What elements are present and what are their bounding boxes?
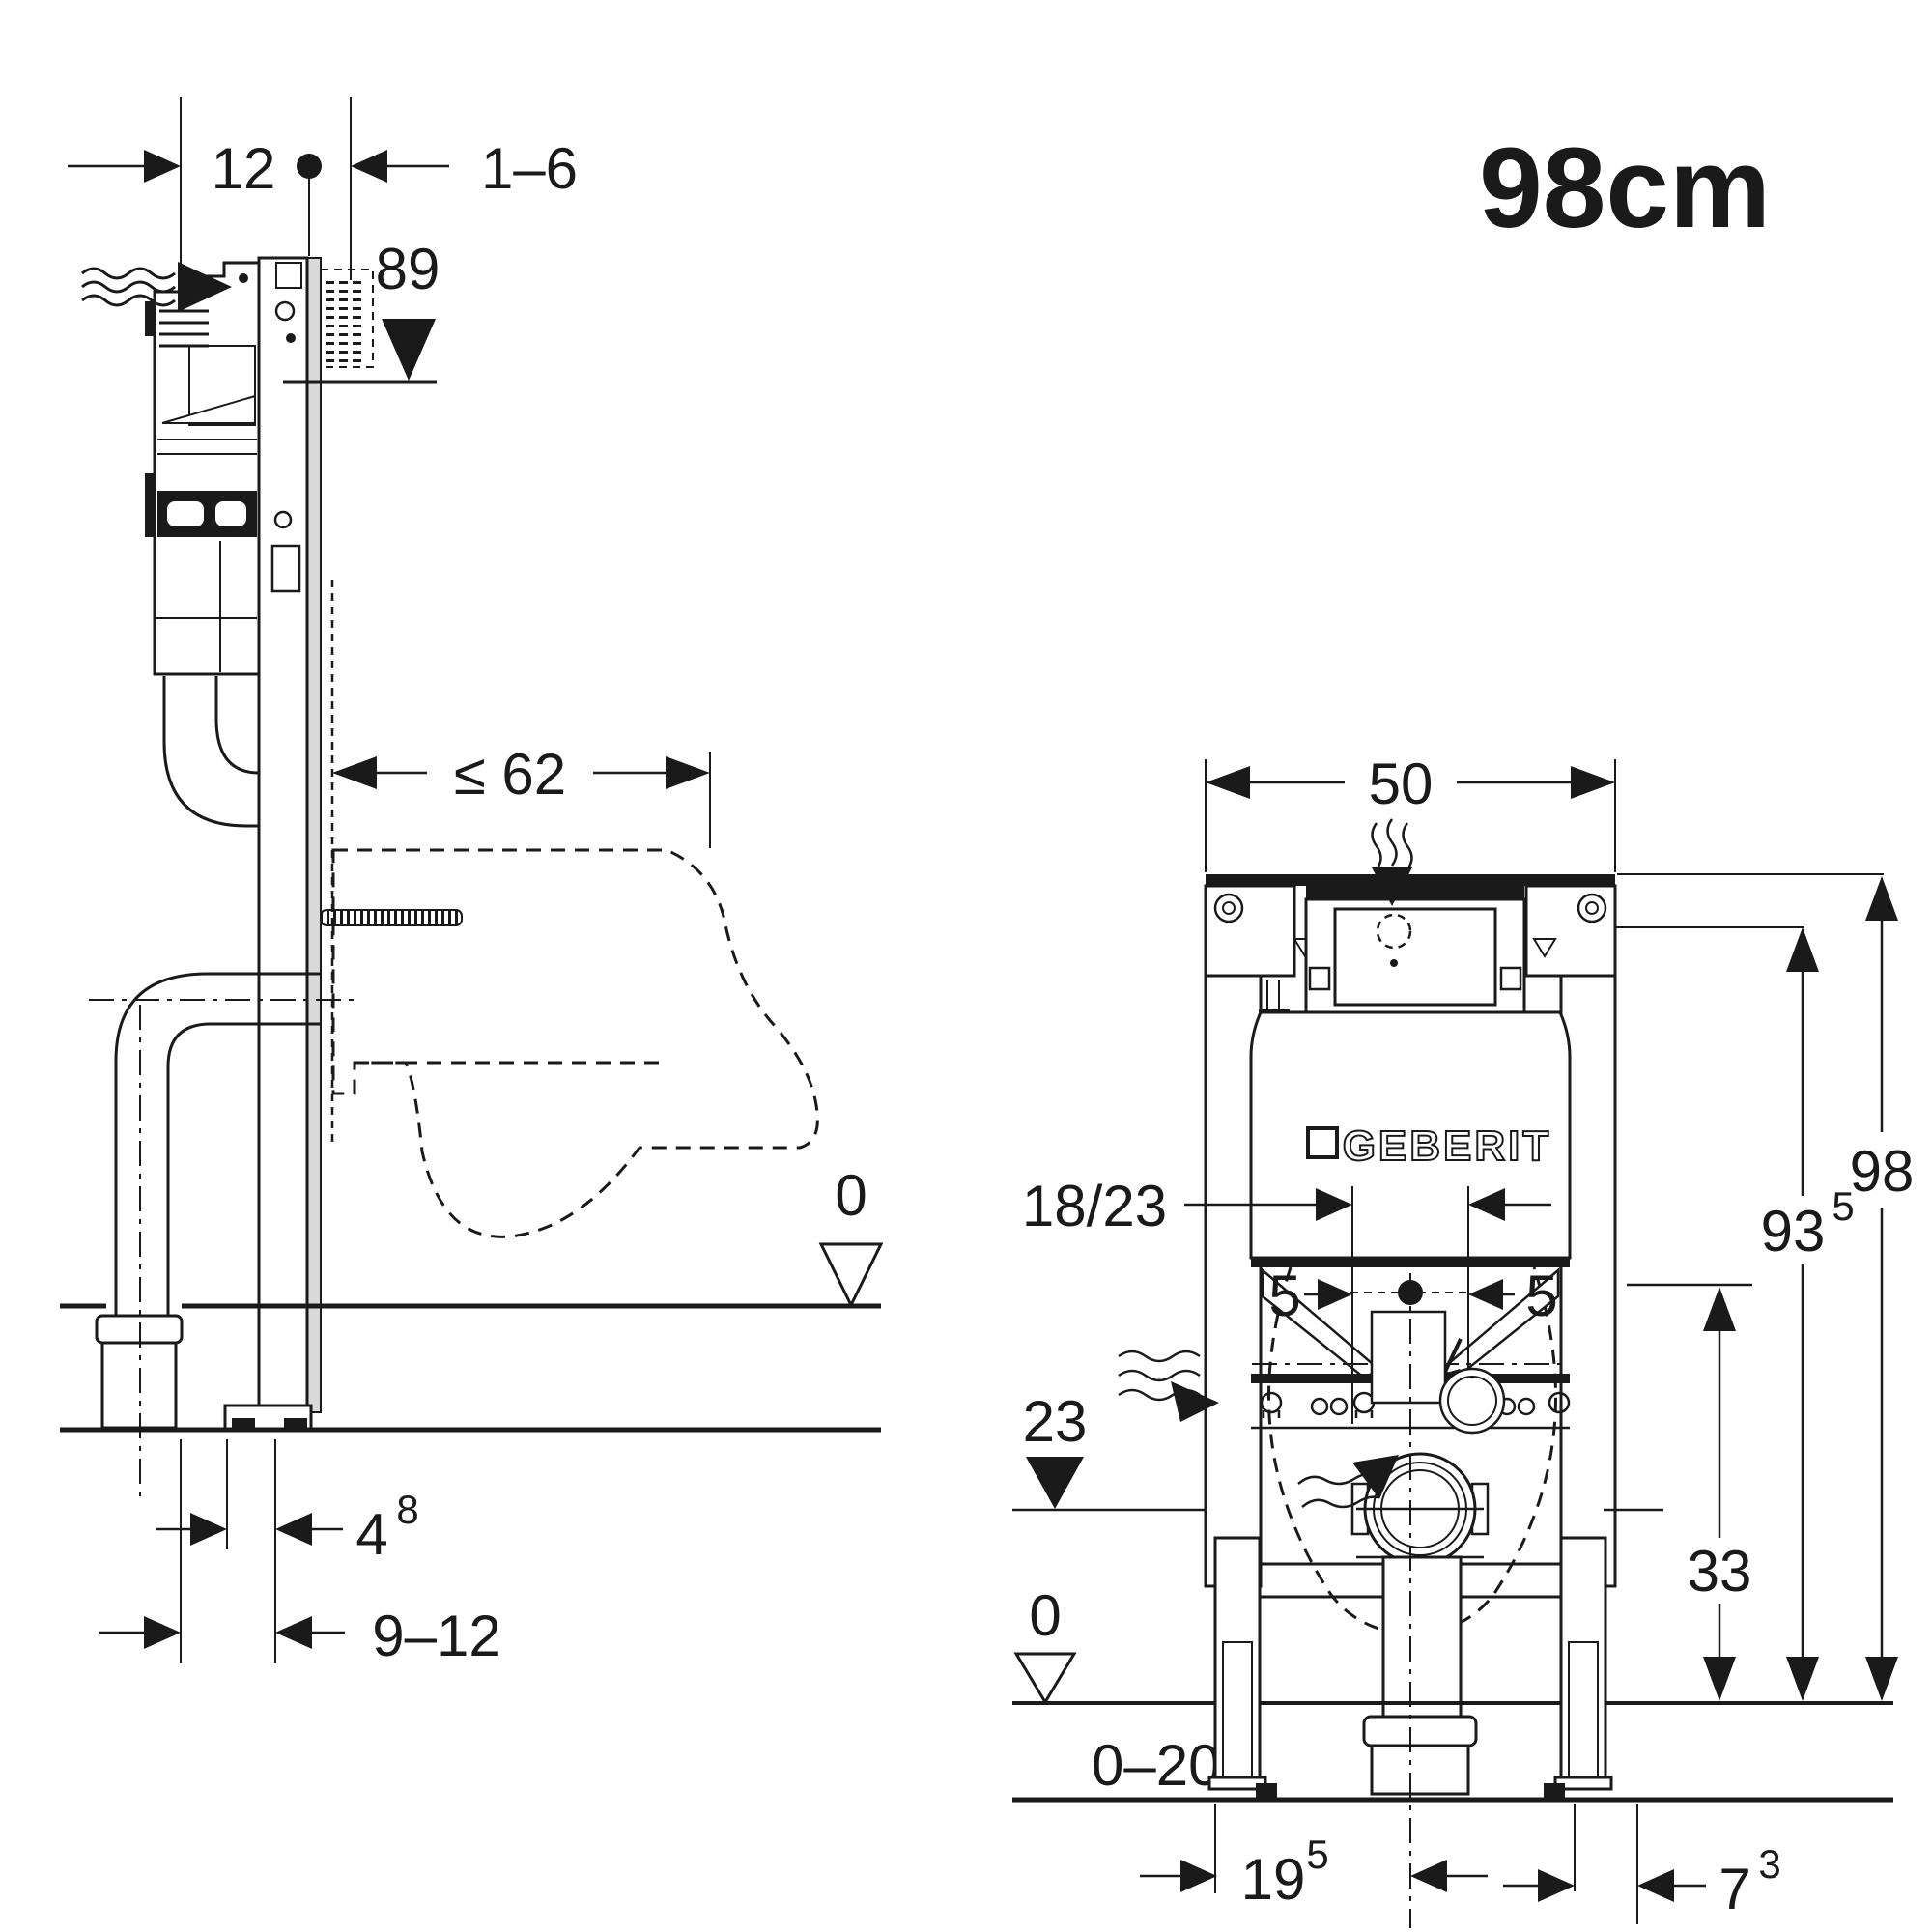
side-offset-label: 7 — [1719, 1857, 1750, 1921]
bolt-offset-left-label: 5 — [1268, 1264, 1300, 1328]
lower-height-label: 33 — [1688, 1539, 1752, 1604]
wave-arrowhead-icon — [1171, 1381, 1219, 1422]
screw-icon — [1577, 893, 1607, 923]
flow-arrows — [1118, 1350, 1399, 1509]
datum-triangle-filled — [382, 319, 436, 381]
outlet-height-label: 23 — [1023, 1389, 1088, 1454]
bolt-offset-right-label: 5 — [1525, 1264, 1557, 1328]
fixing-height-sup: 5 — [1832, 1183, 1854, 1229]
cistern-front: GEBERIT — [1249, 1010, 1572, 1267]
dim-pipe-offsets: 4 8 9–12 — [99, 1439, 501, 1668]
supply-connection-dashed-circle — [1376, 913, 1412, 950]
corner-plate-left — [1204, 884, 1296, 978]
wall-finish-range-label: 1–6 — [481, 136, 578, 201]
frame-height-label: 98 — [1850, 1139, 1915, 1204]
datum-outlet-height: 23 — [1023, 1389, 1088, 1509]
screw-icon — [1213, 893, 1244, 923]
wave-arrowhead-icon — [178, 262, 232, 312]
flush-channel — [1370, 1310, 1447, 1405]
cistern-bottom-band — [1251, 1258, 1570, 1267]
rail-profile — [257, 256, 309, 1414]
dim-frame-depth: 12 — [68, 97, 322, 280]
dim-bolt-spacing: 18/23 — [1022, 1174, 1551, 1238]
drain-socket-collar — [1362, 1715, 1478, 1747]
dim-max-depth: ≤ 62 — [332, 742, 711, 848]
dim-frame-width: 50 — [1205, 752, 1616, 872]
leg-offset-sup: 5 — [1306, 1832, 1328, 1877]
water-level-icon — [1532, 938, 1557, 958]
concealed-cistern-side — [145, 261, 261, 676]
drain-socket-body — [1370, 1744, 1470, 1796]
dim-wall-finish-range: 1–6 — [350, 97, 578, 280]
pan-fixing-rod — [320, 909, 463, 926]
frame-rail-side — [223, 256, 322, 1432]
brand-logo: GEBERIT — [1343, 1122, 1552, 1170]
dim-bolt-offsets: 5 5 — [1268, 1264, 1557, 1328]
right-front-view: 50 — [1012, 752, 1914, 1928]
floor-datum-triangle-open — [818, 1242, 884, 1309]
side-offset-sup: 3 — [1758, 1841, 1780, 1887]
dim-frame-height: 98 — [1850, 876, 1915, 1701]
logo-square-icon — [1306, 1126, 1339, 1159]
frame-top-bar — [1206, 874, 1615, 886]
frame-depth-label: 12 — [212, 136, 276, 201]
flush-pipe-bend — [162, 676, 321, 828]
dim-dot-terminator — [297, 154, 322, 179]
drain-assembly — [1251, 1273, 1570, 1928]
fixing-height-label: 93 — [1761, 1199, 1826, 1264]
wall-wave-arrow — [81, 262, 232, 312]
soil-pipe-assembly — [89, 972, 354, 1503]
bolt-spacing-label: 18/23 — [1022, 1174, 1167, 1238]
page-title: 98cm — [1479, 125, 1771, 252]
wall-finish-hatch — [321, 275, 365, 362]
wc-pan-dashed-outline — [331, 848, 819, 1238]
rail-back-panel — [306, 257, 322, 1413]
wave-arrowhead-icon — [1352, 1455, 1399, 1499]
frame-width-label: 50 — [1369, 752, 1434, 816]
datum-actuator-height: 89 — [283, 237, 440, 384]
datum-triangle-filled — [1026, 1457, 1084, 1509]
pipe-offset-sup: 8 — [396, 1487, 418, 1532]
vent-arrowhead-icon — [1372, 867, 1412, 906]
floor-level-label: 0 — [835, 1163, 867, 1228]
inspection-box — [1304, 818, 1526, 1014]
floor-datum-triangle-open — [1013, 1652, 1077, 1705]
dim-lower-height: 33 — [1688, 1287, 1752, 1701]
dim-leg-offset: 19 5 — [1140, 1804, 1488, 1912]
frame-legs — [1208, 1536, 1613, 1799]
max-depth-label: ≤ 62 — [454, 742, 566, 807]
drain-pipe-front — [1381, 1555, 1463, 1719]
leg-offset-label: 19 — [1241, 1847, 1306, 1912]
floor-buildup-label: 0–20 — [1092, 1733, 1220, 1798]
pipe-offset-range-label: 9–12 — [372, 1604, 500, 1668]
actuator-height-label: 89 — [376, 237, 440, 301]
left-side-view: 0 12 1–6 89 — [60, 97, 884, 1668]
dim-side-offset: 7 3 — [1503, 1804, 1781, 1924]
pipe-offset-label: 4 — [355, 1502, 387, 1567]
dim-fixing-height: 93 5 — [1761, 927, 1855, 1701]
floor-level-label: 0 — [1029, 1583, 1061, 1648]
corner-plate-right — [1524, 884, 1617, 978]
